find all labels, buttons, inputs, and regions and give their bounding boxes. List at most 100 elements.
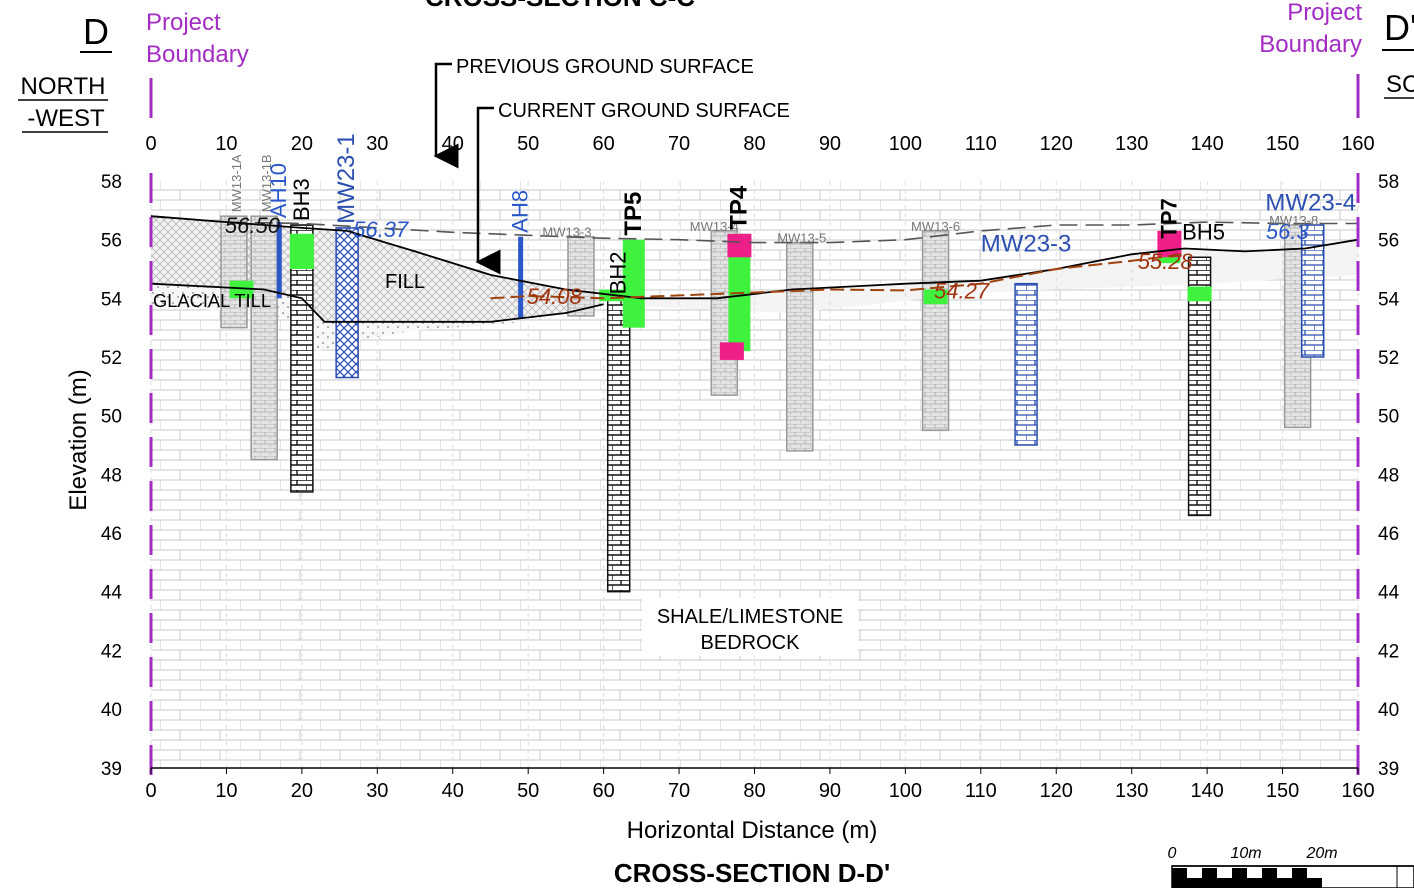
y-tick-label-left: 58	[101, 172, 122, 193]
water-level-label: 56.3	[1266, 219, 1310, 244]
surface-lines	[150, 215, 1359, 323]
x-tick-label-top: 130	[1115, 133, 1148, 155]
borehole-label: MW13-8	[1269, 213, 1318, 228]
y-tick-label-left: 46	[101, 524, 122, 545]
water-level-label: 56.50	[225, 213, 281, 238]
x-tick-label-bottom: 70	[668, 780, 690, 802]
x-tick-label-top: 120	[1040, 133, 1073, 155]
previous-ground-label: PREVIOUS GROUND SURFACE	[456, 56, 754, 78]
borehole-label: TP5	[620, 192, 647, 236]
previous-ground-line	[150, 215, 1358, 244]
x-tick-label-top: 60	[593, 133, 615, 155]
y-tick-label-right: 44	[1378, 583, 1400, 604]
borehole-label: MW23-3	[981, 230, 1072, 257]
y-tick-label-right: 56	[1378, 231, 1399, 252]
sample-magenta	[727, 233, 752, 258]
sample-green	[1187, 286, 1212, 302]
borehole-label: TP4	[725, 185, 752, 230]
scale-label-10: 10m	[1230, 845, 1261, 862]
borehole-mw23-3	[1014, 282, 1038, 446]
borehole-mw13-1a	[220, 215, 248, 329]
borehole-label: MW13-1B	[259, 154, 274, 212]
borehole-label: BH3	[289, 178, 314, 221]
y-axis-title: Elevation (m)	[65, 369, 92, 510]
x-tick-label-top: 70	[668, 133, 690, 155]
boundary-left-1: Project	[146, 9, 221, 36]
borehole-label: TP7	[1156, 198, 1181, 238]
boundary-right-2: Boundary	[1259, 31, 1362, 58]
y-tick-label-right: 48	[1378, 465, 1399, 486]
y-tick-label-right: 40	[1378, 700, 1399, 721]
x-tick-label-top: 80	[743, 133, 765, 155]
borehole-label: MW13-3	[542, 225, 591, 240]
x-tick-label-bottom: 160	[1341, 780, 1374, 802]
x-tick-label-bottom: 150	[1266, 780, 1299, 802]
scale-bar: 0 10m 20m	[1168, 845, 1414, 889]
direction-right: SC	[1386, 71, 1414, 98]
borehole-mw13-6	[921, 230, 950, 432]
x-tick-label-bottom: 20	[291, 780, 313, 802]
borehole-mw23-4	[1300, 224, 1325, 358]
borehole-mw23-1	[335, 227, 359, 379]
groundwater-line	[490, 253, 1185, 300]
boundary-right-1: Project	[1287, 0, 1362, 26]
borehole-mw13-3	[567, 235, 595, 317]
sample-green	[923, 289, 948, 305]
borehole-ah10	[276, 222, 282, 299]
borehole-label: MW13-5	[777, 231, 826, 246]
direction-left-1: NORTH	[21, 73, 106, 100]
x-tick-label-top: 160	[1341, 133, 1374, 155]
y-tick-label-left: 54	[101, 289, 123, 310]
sample-magenta	[1157, 230, 1182, 258]
borehole-label: MW13-4	[690, 219, 739, 234]
direction-left-2: -WEST	[27, 105, 105, 132]
y-tick-label-left: 56	[101, 231, 122, 252]
borehole-label: MW23-4	[1265, 189, 1356, 216]
current-ground-label: CURRENT GROUND SURFACE	[498, 100, 790, 122]
borehole-bh2	[606, 297, 631, 593]
y-tick-label-right: 46	[1378, 524, 1399, 545]
borehole-label: AH10	[266, 163, 291, 218]
x-tick-label-bottom: 130	[1115, 780, 1148, 802]
axes: 0010102020303040405050606070708080909010…	[101, 74, 1400, 802]
borehole-bh3	[290, 224, 314, 493]
x-tick-label-bottom: 60	[593, 780, 615, 802]
x-tick-label-top: 110	[965, 133, 997, 155]
x-axis-title: Horizontal Distance (m)	[627, 817, 878, 844]
y-tick-label-left: 44	[101, 583, 123, 604]
y-tick-label-right: 39	[1378, 759, 1399, 780]
x-tick-label-top: 100	[889, 133, 922, 155]
section-letter-right: D'	[1384, 7, 1414, 48]
x-tick-label-top: 90	[819, 133, 841, 155]
bedrock-label-1: SHALE/LIMESTONE	[657, 606, 843, 628]
y-tick-label-right: 42	[1378, 641, 1399, 662]
x-tick-label-bottom: 140	[1190, 780, 1223, 802]
water-level-label: 54.27	[934, 278, 990, 303]
water-level-label: 54.08	[527, 284, 583, 309]
scale-label-0: 0	[1168, 845, 1177, 862]
borehole-ah8	[518, 236, 524, 319]
x-tick-label-top: 0	[145, 133, 156, 155]
borehole-label: AH8	[508, 190, 533, 233]
sample-magenta	[719, 342, 744, 360]
x-tick-label-top: 10	[215, 133, 237, 155]
fill-label: FILL	[385, 271, 425, 293]
title-bottom: CROSS-SECTION D-D'	[614, 858, 890, 888]
y-tick-label-right: 52	[1378, 348, 1399, 369]
x-tick-label-top: 150	[1266, 133, 1299, 155]
borehole-label: MW13-6	[911, 219, 960, 234]
scale-label-20: 20m	[1305, 845, 1337, 862]
borehole-label: BH5	[1182, 220, 1225, 245]
x-tick-label-top: 20	[291, 133, 313, 155]
y-tick-label-right: 58	[1378, 172, 1399, 193]
x-tick-label-bottom: 0	[145, 780, 156, 802]
x-tick-label-top: 40	[442, 133, 464, 155]
y-tick-label-left: 50	[101, 407, 122, 428]
x-tick-label-bottom: 80	[743, 780, 765, 802]
x-tick-label-bottom: 100	[889, 780, 922, 802]
y-tick-label-right: 50	[1378, 407, 1399, 428]
section-letter-left: D	[83, 11, 109, 52]
x-tick-label-bottom: 90	[819, 780, 841, 802]
borehole-label: MW13-1A	[229, 154, 244, 212]
